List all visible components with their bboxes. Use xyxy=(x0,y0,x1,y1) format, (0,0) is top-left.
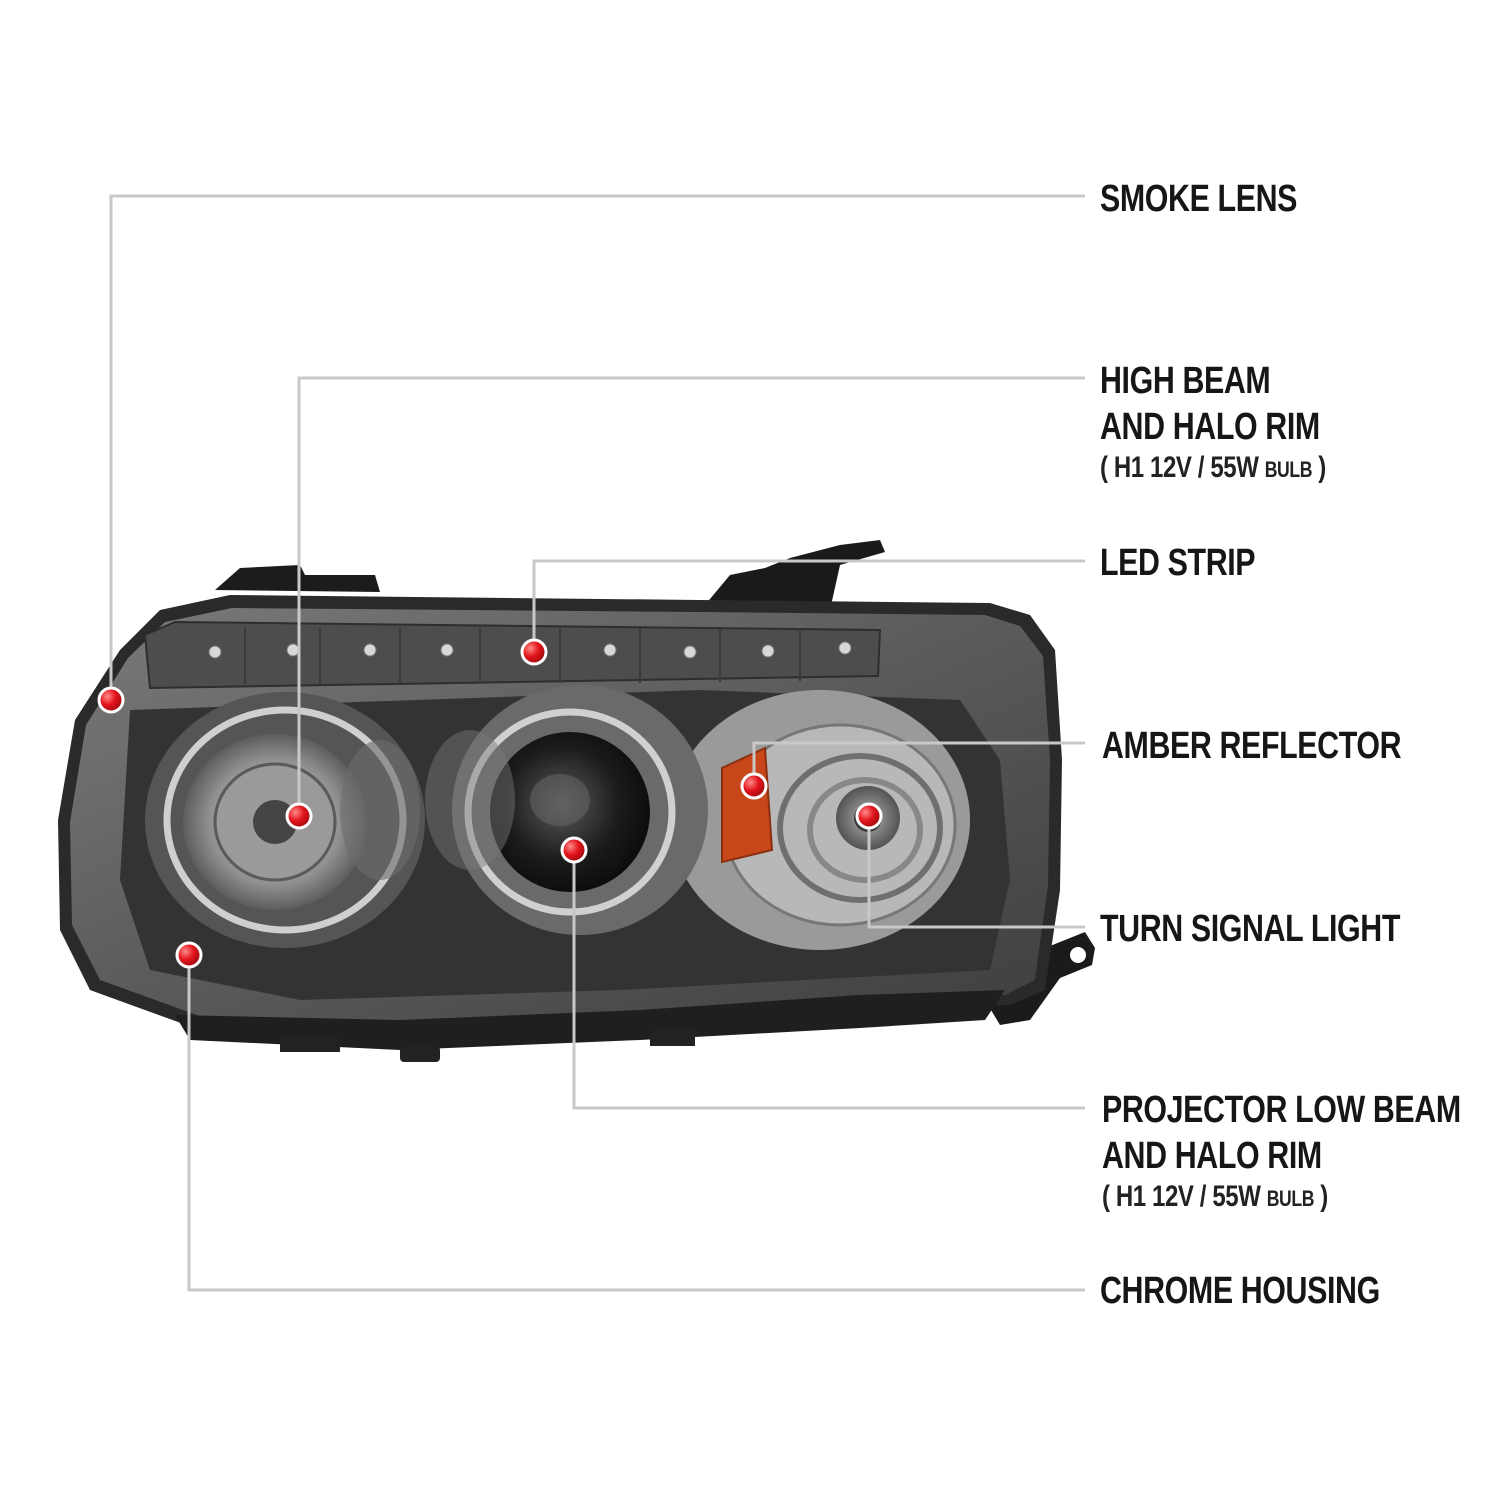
high-beam-assembly xyxy=(145,692,425,948)
chrome-reflector xyxy=(670,690,970,950)
label-chrome-housing: CHROME HOUSING xyxy=(1100,1268,1380,1314)
label-turn-signal: TURN SIGNAL LIGHT xyxy=(1100,906,1400,952)
label-projector-spec-close: ) xyxy=(1320,1180,1328,1213)
label-high-beam-spec-bulb: BULB xyxy=(1264,457,1313,482)
leader-line-chrome-housing xyxy=(187,955,1085,1292)
label-high-beam-line1: HIGH BEAM xyxy=(1100,360,1271,402)
label-high-beam-spec-close: ) xyxy=(1318,451,1326,484)
label-projector-low-beam: PROJECTOR LOW BEAM AND HALO RIM ( H1 12V… xyxy=(1102,1087,1461,1217)
projector-assembly xyxy=(425,685,708,935)
label-high-beam: HIGH BEAM AND HALO RIM ( H1 12V / 55W BU… xyxy=(1100,358,1326,488)
amber-reflector-panel xyxy=(721,746,774,864)
marker-dot-turn-signal xyxy=(855,802,883,830)
lower-bezel xyxy=(175,990,1005,1062)
label-chrome-housing-text: CHROME HOUSING xyxy=(1100,1270,1380,1312)
marker-dot-high-beam xyxy=(285,802,313,830)
leader-lines xyxy=(109,194,1085,1292)
label-projector-line2: AND HALO RIM xyxy=(1102,1135,1322,1177)
label-smoke-lens-text: SMOKE LENS xyxy=(1100,178,1297,220)
leader-line-projector xyxy=(572,850,1085,1110)
label-turn-signal-text: TURN SIGNAL LIGHT xyxy=(1100,908,1401,950)
marker-dot-projector xyxy=(560,836,588,864)
label-led-strip-text: LED STRIP xyxy=(1100,542,1256,584)
label-projector-spec: ( H1 12V / 55W BULB ) xyxy=(1102,1179,1461,1217)
label-high-beam-spec: ( H1 12V / 55W BULB ) xyxy=(1100,450,1326,488)
marker-dot-chrome-housing xyxy=(175,941,203,969)
label-projector-spec-open: ( H1 12V / 55W xyxy=(1102,1180,1261,1213)
leader-line-smoke-lens xyxy=(109,194,1085,700)
led-strip-bar xyxy=(143,620,882,690)
leader-line-led-strip xyxy=(532,559,1085,652)
label-smoke-lens: SMOKE LENS xyxy=(1100,176,1297,222)
label-led-strip: LED STRIP xyxy=(1100,540,1256,586)
leader-line-high-beam xyxy=(297,376,1085,816)
label-amber-reflector-text: AMBER REFLECTOR xyxy=(1102,725,1402,767)
label-high-beam-line2: AND HALO RIM xyxy=(1100,406,1320,448)
label-projector-spec-bulb: BULB xyxy=(1266,1186,1315,1211)
marker-dot-amber-reflector xyxy=(740,772,768,800)
mounting-bracket-top-right xyxy=(705,540,885,612)
label-amber-reflector: AMBER REFLECTOR xyxy=(1102,723,1402,769)
label-projector-line1: PROJECTOR LOW BEAM xyxy=(1102,1089,1461,1131)
marker-dot-led-strip xyxy=(520,638,548,666)
leader-line-turn-signal xyxy=(867,816,1085,929)
marker-dot-smoke-lens xyxy=(97,686,125,714)
label-high-beam-spec-open: ( H1 12V / 55W xyxy=(1100,451,1259,484)
leader-line-amber-reflector xyxy=(752,741,1085,786)
marker-dots xyxy=(97,638,883,969)
